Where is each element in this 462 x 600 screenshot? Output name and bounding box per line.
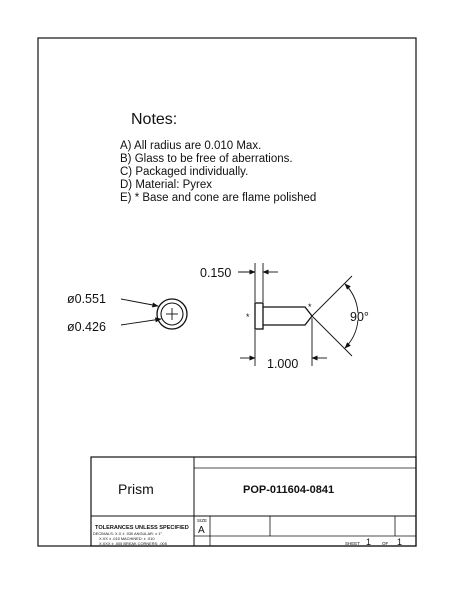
title-block: Prism POP-011604-0841 TOLERANCES UNLESS … (90, 456, 417, 547)
inner-circle (160, 302, 184, 326)
leader-outer (120, 298, 159, 308)
title-block-frame (90, 456, 417, 547)
sheet-total: 1 (397, 537, 402, 547)
of-label: OF (382, 541, 389, 546)
angle-ext-lower (311, 315, 353, 357)
sheet-number: 1 (366, 537, 371, 547)
size-value: A (198, 525, 205, 536)
inner-diameter-label: ø0.426 (67, 320, 106, 334)
angle-ext-upper (311, 275, 353, 317)
note-b: B) Glass to be free of aberrations. (120, 153, 293, 165)
leader-inner (120, 317, 162, 326)
tolerance-line-2: X.XX ± .015 MACHINED: ± .010 (99, 536, 155, 541)
base-marker: * (246, 312, 250, 322)
tolerance-line-1: DECIMALS: X.X ± .030 ANGULAR: ± 1° (93, 531, 162, 536)
tolerance-line-3: X.XXX ± .005 BREAK CORNERS: .005 (99, 541, 167, 546)
size-label: SIZE (197, 518, 207, 523)
note-d: D) Material: Pyrex (120, 179, 212, 191)
outer-circle (156, 298, 188, 330)
angle-arc-lower (344, 319, 359, 349)
thickness-label: 0.150 (200, 266, 231, 280)
note-c: C) Packaged individually. (120, 166, 248, 178)
note-e: E) * Base and cone are flame polished (120, 192, 316, 204)
outer-diameter-label: ø0.551 (67, 292, 106, 306)
tolerances-heading: TOLERANCES UNLESS SPECIFIED (95, 525, 189, 531)
part-number: POP-011604-0841 (243, 484, 334, 496)
angle-arc-upper (344, 283, 359, 314)
part-name: Prism (118, 481, 154, 497)
cone-marker: * (308, 302, 312, 312)
prism-base (254, 302, 264, 330)
prism-body (263, 306, 313, 326)
note-a: A) All radius are 0.010 Max. (120, 140, 261, 152)
angle-label: 90° (350, 310, 369, 324)
notes-block: Notes: A) All radius are 0.010 Max. B) G… (120, 111, 316, 204)
sheet-label: SHEET (345, 541, 360, 546)
side-view: * * 0.150 1.000 90° (200, 263, 369, 371)
notes-title: Notes: (131, 111, 177, 128)
end-view: ø0.551 ø0.426 (67, 292, 188, 334)
length-label: 1.000 (267, 357, 298, 371)
